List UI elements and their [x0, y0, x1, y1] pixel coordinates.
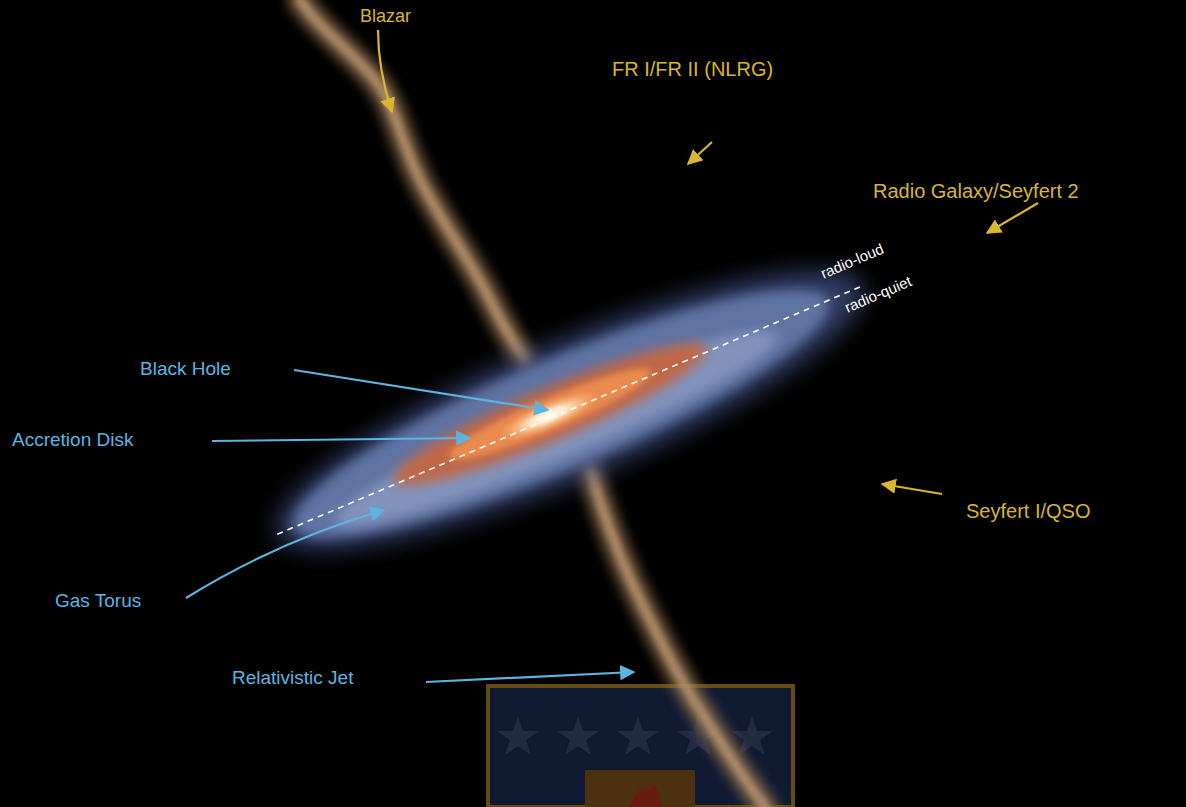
view-label: Seyfert I/QSO — [966, 500, 1090, 523]
divider-label: radio-loud — [818, 240, 886, 282]
part-label: Relativistic Jet — [232, 667, 353, 689]
leader-arrow — [688, 142, 712, 164]
leader-arrow — [882, 484, 942, 494]
leader-arrow — [378, 30, 392, 112]
divider-label: radio-quiet — [842, 272, 914, 316]
view-label: Radio Galaxy/Seyfert 2 — [873, 180, 1079, 203]
part-label: Accretion Disk — [12, 429, 133, 451]
view-label: FR I/FR II (NLRG) — [612, 58, 773, 81]
part-label: Black Hole — [140, 358, 231, 380]
radio-divider — [277, 286, 862, 535]
part-label: Gas Torus — [55, 590, 141, 612]
accretion-disk-torus — [251, 223, 890, 597]
leader-arrow — [426, 672, 634, 682]
leader-arrow — [212, 438, 470, 441]
leader-arrow — [294, 370, 548, 410]
view-label: Blazar — [360, 6, 411, 27]
leader-arrow — [186, 510, 384, 598]
leader-arrow — [987, 203, 1038, 233]
